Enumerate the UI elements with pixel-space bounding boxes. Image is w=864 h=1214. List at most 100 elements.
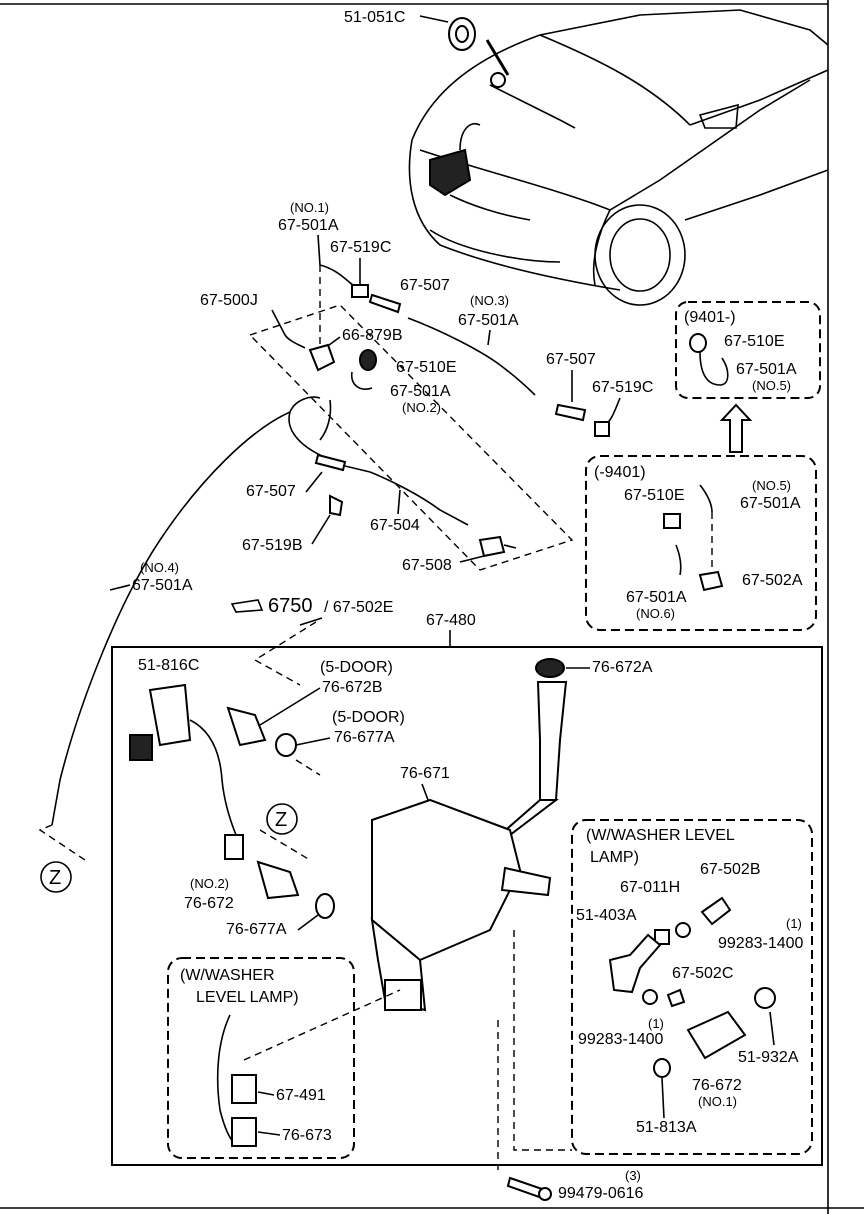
label-no5-b: (NO.5) bbox=[752, 378, 791, 393]
label-6750: 6750 bbox=[268, 595, 313, 617]
hose-67-501A-no4 bbox=[288, 396, 341, 466]
label-67-510E-a: 67-510E bbox=[396, 359, 457, 376]
label-no2b: (NO.2) bbox=[190, 876, 229, 891]
joint-67-507-b bbox=[554, 403, 587, 422]
label-67-501A-no6: 67-501A bbox=[626, 589, 687, 606]
valve-67-510E-c bbox=[663, 513, 681, 529]
label-76-672A: 76-672A bbox=[592, 659, 653, 676]
label-66-879B: 66-879B bbox=[342, 327, 403, 344]
clip-67-519C bbox=[351, 284, 369, 298]
clip-99283-a bbox=[675, 922, 691, 938]
clip-67-519C-b bbox=[594, 421, 610, 437]
label-99283-b: 99283-1400 bbox=[578, 1031, 664, 1048]
label-67-507-a: 67-507 bbox=[400, 277, 450, 294]
grommet-51-813A bbox=[653, 1058, 671, 1078]
label-67-491: 67-491 bbox=[276, 1087, 326, 1104]
label-99283-a: 99283-1400 bbox=[718, 935, 804, 952]
label-qty3: (3) bbox=[625, 1168, 641, 1183]
sensor-67-491 bbox=[231, 1074, 257, 1104]
joint-67-507-a bbox=[368, 293, 402, 314]
label-67-502E: / 67-502E bbox=[324, 599, 393, 616]
label-67-480: 67-480 bbox=[426, 612, 476, 629]
label-67-508: 67-508 bbox=[402, 557, 452, 574]
label-no3: (NO.3) bbox=[470, 293, 509, 308]
grommet-76-673 bbox=[231, 1117, 257, 1147]
arrow-up-icon bbox=[719, 403, 753, 453]
clip-67-519B bbox=[329, 494, 344, 517]
box-67-480 bbox=[111, 646, 823, 1166]
label-67-519B: 67-519B bbox=[242, 537, 303, 554]
label-qty1a: (1) bbox=[786, 916, 802, 931]
box-washer-right bbox=[571, 819, 813, 1155]
box-9401-after-title: (9401-) bbox=[684, 309, 736, 326]
label-99479-0616: 99479-0616 bbox=[558, 1185, 644, 1202]
clamp-51-932A bbox=[754, 987, 776, 1009]
label-5door-b: (5-DOOR) bbox=[332, 709, 405, 726]
cap-76-672A bbox=[535, 658, 565, 678]
label-67-504: 67-504 bbox=[370, 517, 420, 534]
clip-99283-b bbox=[642, 989, 658, 1005]
box-washer-left-title2: LEVEL LAMP) bbox=[196, 989, 299, 1006]
label-67-502A: 67-502A bbox=[742, 572, 803, 589]
clamp-67-011H bbox=[654, 929, 670, 945]
plug-67-502B bbox=[700, 896, 732, 926]
joint-67-502A bbox=[698, 570, 724, 592]
pump-76-672-no2 bbox=[256, 860, 300, 900]
label-76-677A-a: 76-677A bbox=[334, 729, 395, 746]
box-washer-right-title1: (W/WASHER LEVEL bbox=[586, 827, 735, 844]
label-67-519C-a: 67-519C bbox=[330, 239, 391, 256]
label-67-011H: 67-011H bbox=[620, 879, 680, 896]
label-z-1: Z bbox=[49, 867, 61, 889]
label-76-672-no1: 76-672 bbox=[692, 1077, 742, 1094]
label-51-403A: 51-403A bbox=[576, 907, 637, 924]
label-76-672B: 76-672B bbox=[322, 679, 383, 696]
box-9401-before bbox=[585, 455, 817, 631]
label-5door-a: (5-DOOR) bbox=[320, 659, 393, 676]
valve-67-510E-a bbox=[359, 349, 377, 371]
box-washer-left-title1: (W/WASHER bbox=[180, 967, 275, 984]
label-67-501A-b: 67-501A bbox=[736, 361, 797, 378]
label-67-500J: 67-500J bbox=[200, 292, 258, 309]
joint-67-507-c bbox=[314, 453, 347, 472]
label-76-671: 76-671 bbox=[400, 765, 450, 782]
label-76-672-no2: 76-672 bbox=[184, 895, 234, 912]
ref-circle-z-2 bbox=[266, 803, 298, 835]
label-67-501A-no2: 67-501A bbox=[390, 383, 451, 400]
valve-67-510E-b bbox=[689, 333, 707, 353]
label-no6: (NO.6) bbox=[636, 606, 675, 621]
box-9401-after bbox=[675, 301, 821, 399]
car-illustration bbox=[408, 9, 829, 306]
label-76-677A-b: 76-677A bbox=[226, 921, 287, 938]
pump-76-672B bbox=[226, 706, 267, 747]
nozzle-66-879B bbox=[308, 343, 336, 372]
label-51-816C: 51-816C bbox=[138, 657, 199, 674]
label-67-501A-no1: 67-501A bbox=[278, 217, 339, 234]
label-67-510E-c: 67-510E bbox=[624, 487, 685, 504]
label-67-519C-b: 67-519C bbox=[592, 379, 653, 396]
label-51-813A: 51-813A bbox=[636, 1119, 697, 1136]
label-qty1b: (1) bbox=[648, 1016, 664, 1031]
label-51-932A: 51-932A bbox=[738, 1049, 799, 1066]
label-67-501A-no3: 67-501A bbox=[458, 312, 519, 329]
ref-circle-z-1 bbox=[40, 861, 72, 893]
label-no1: (NO.1) bbox=[290, 200, 329, 215]
grommet-76-677A-a bbox=[275, 733, 297, 757]
box-washer-left bbox=[167, 957, 355, 1159]
plug-67-502C bbox=[666, 988, 686, 1008]
label-67-507-b: 67-507 bbox=[546, 351, 596, 368]
grommet-51-051C bbox=[448, 17, 476, 51]
box-washer-right-title2: LAMP) bbox=[590, 849, 639, 866]
check-valve-67-508 bbox=[478, 535, 506, 558]
label-no5-c: (NO.5) bbox=[752, 478, 791, 493]
reservoir-76-671 bbox=[370, 681, 568, 1012]
pump-76-672-no1 bbox=[686, 1010, 747, 1060]
box-9401-before-title: (-9401) bbox=[594, 464, 646, 481]
label-no2a: (NO.2) bbox=[402, 400, 441, 415]
hood-dashed-region bbox=[248, 304, 574, 571]
label-no4: (NO.4) bbox=[140, 560, 179, 575]
label-67-501A-c: 67-501A bbox=[740, 495, 801, 512]
hose-51-403A bbox=[608, 933, 662, 994]
hand-pointer-icon bbox=[230, 599, 264, 613]
label-76-673: 76-673 bbox=[282, 1127, 332, 1144]
